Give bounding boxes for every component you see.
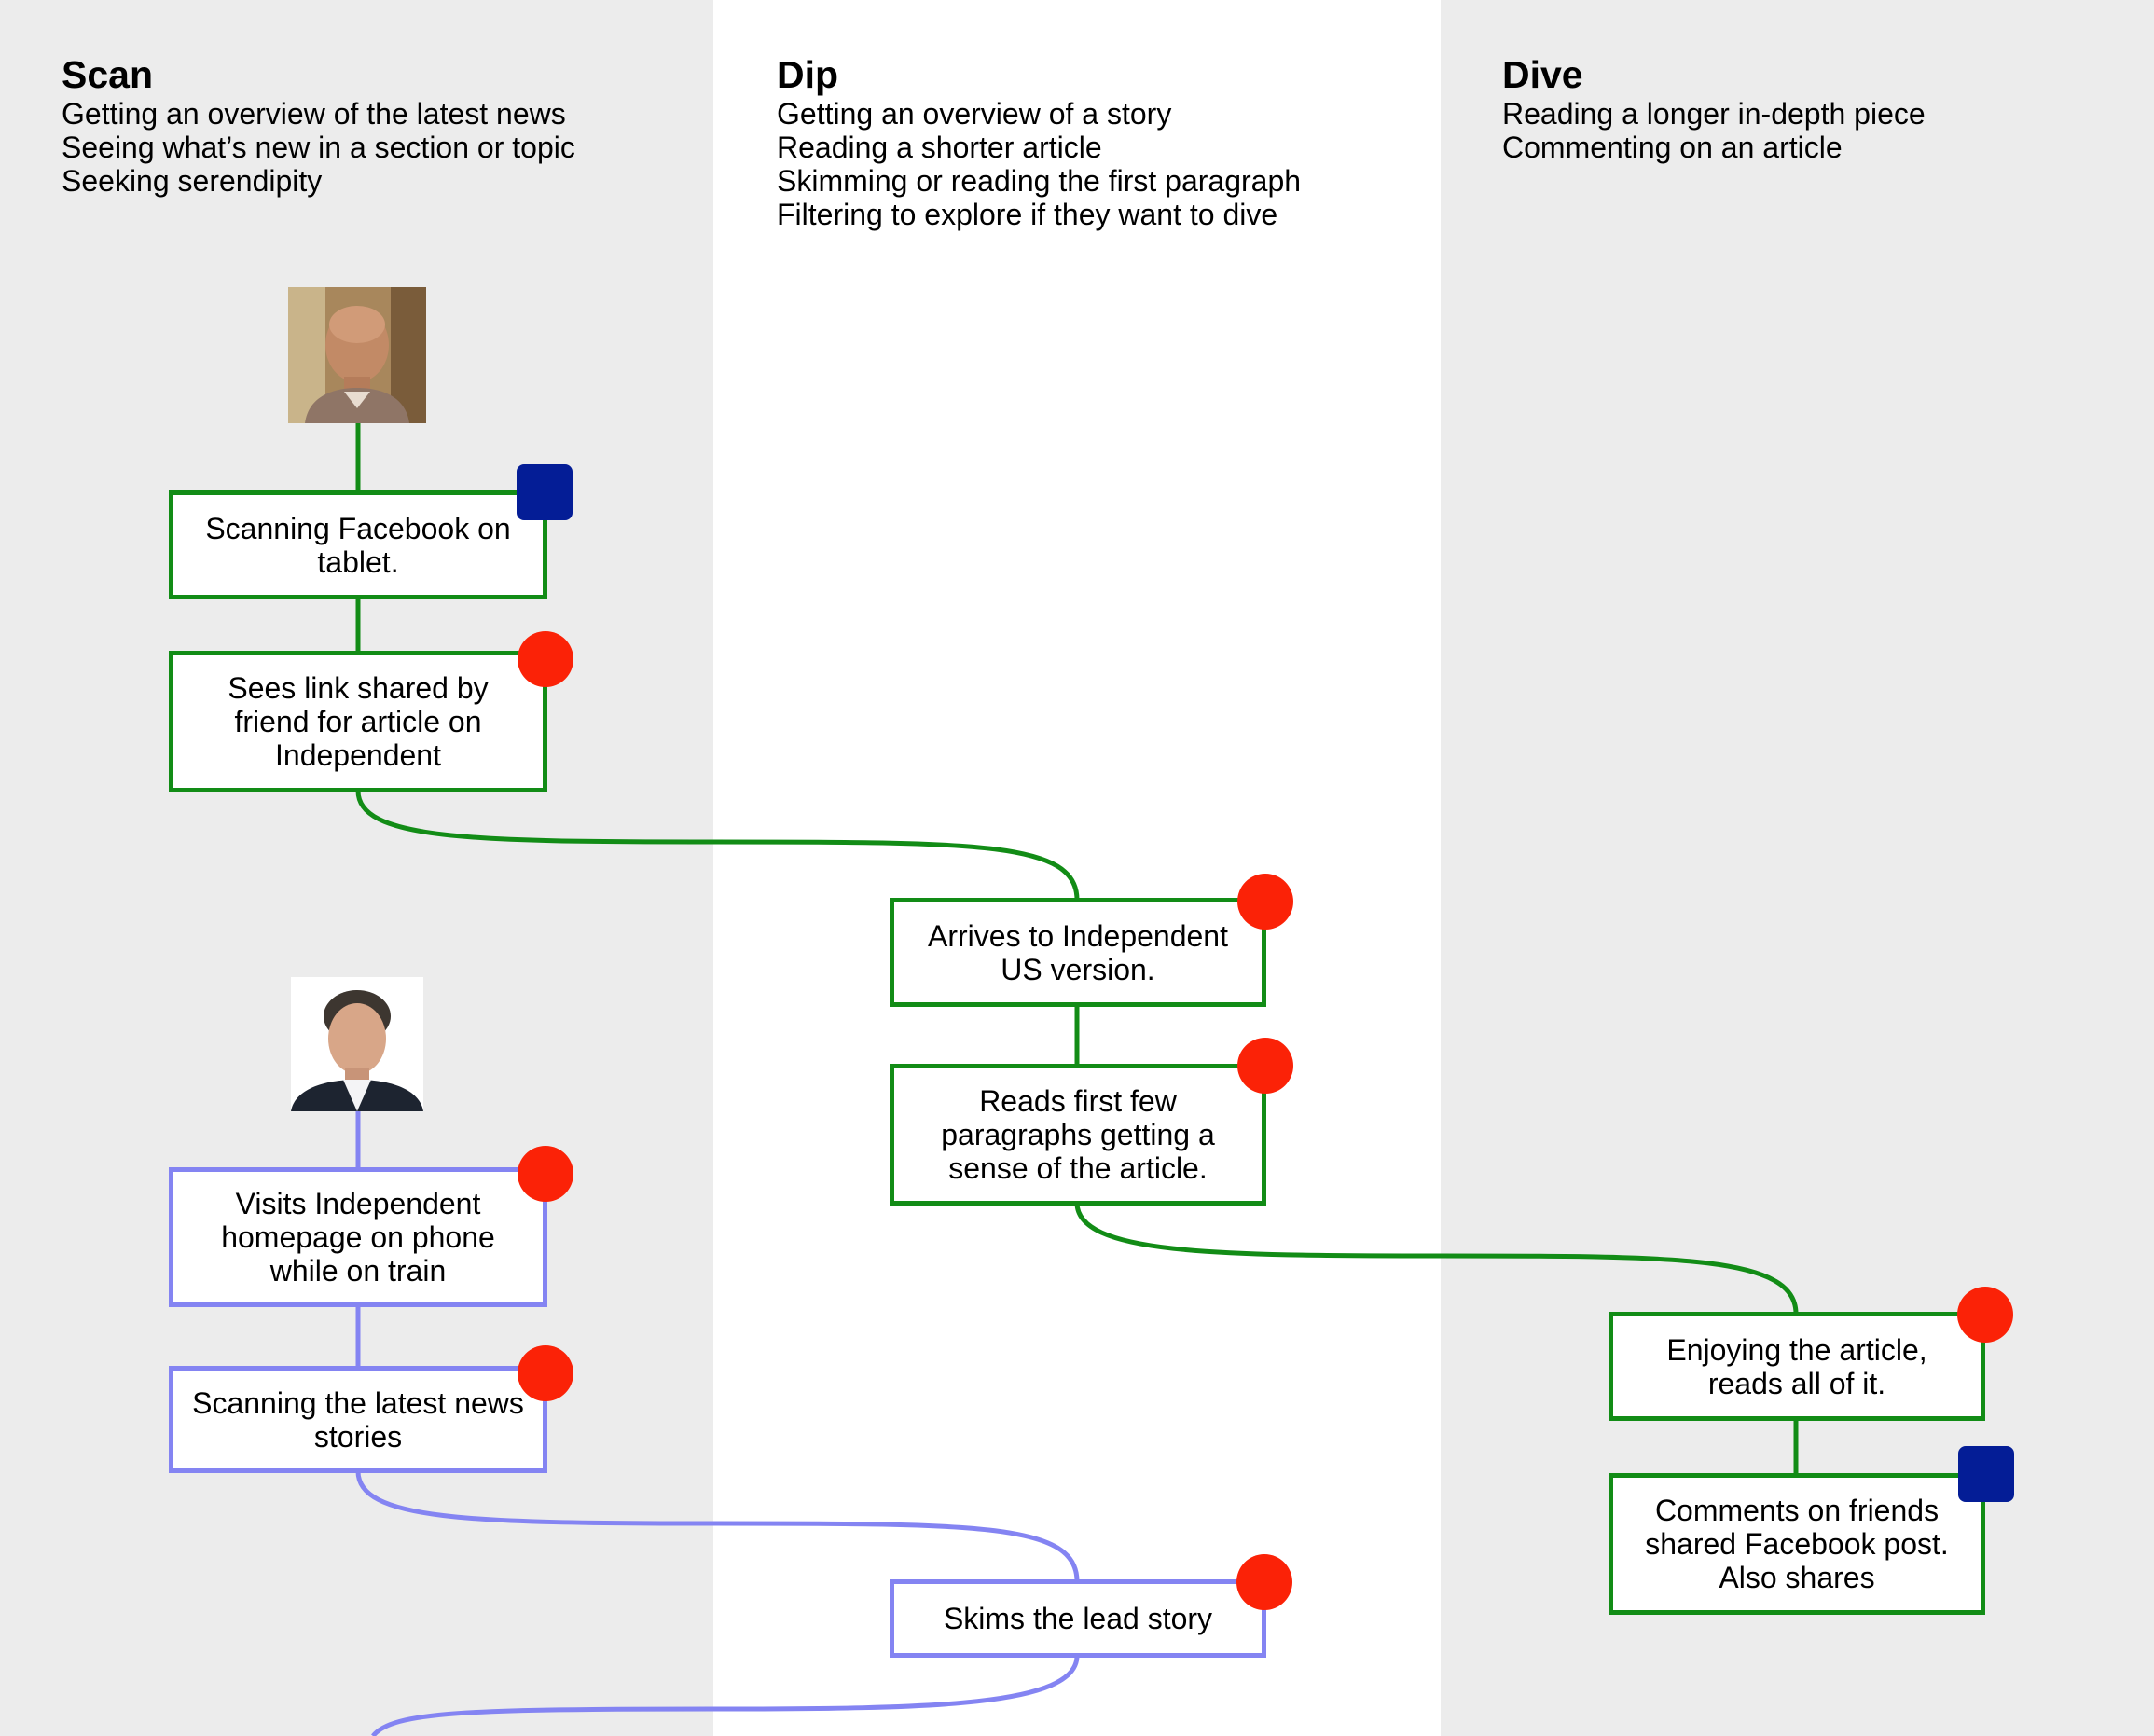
step-sees-link-shared: Sees link shared by friend for article o… [169,651,547,792]
avatar-curly-hair-man [291,977,423,1111]
step-label: Reads first few paragraphs getting a sen… [941,1084,1215,1185]
red-dot-marker [1237,874,1293,930]
step-label: Sees link shared by friend for article o… [228,671,489,772]
dip-desc-1: Getting an overview of a story [777,97,1172,131]
scan-desc-3: Seeking serendipity [62,164,323,198]
step-label: Scanning Facebook on tablet. [205,511,511,579]
dive-header: Dive Reading a longer in-depth piece Com… [1502,52,1926,164]
step-label: Enjoying the article, reads all of it. [1666,1332,1927,1400]
step-enjoying-article: Enjoying the article, reads all of it. [1609,1312,1985,1421]
scan-header: Scan Getting an overview of the latest n… [62,52,575,198]
red-dot-marker [518,1146,573,1202]
blue-connector-3 [371,1655,1080,1736]
dive-desc-2: Commenting on an article [1502,131,1843,164]
navy-square-marker [517,464,573,520]
step-label: Arrives to Independent US version. [928,918,1228,986]
navy-square-marker [1958,1446,2014,1502]
dip-desc-4: Filtering to explore if they want to div… [777,198,1278,231]
avatar-bald-man [288,287,426,423]
step-label: Comments on friends shared Facebook post… [1645,1494,1949,1594]
step-comments-and-shares: Comments on friends shared Facebook post… [1609,1473,1985,1615]
dive-title: Dive [1502,53,1583,96]
red-dot-marker [518,1345,573,1401]
dive-desc-1: Reading a longer in-depth piece [1502,97,1926,131]
step-label: Scanning the latest news stories [192,1385,524,1454]
red-dot-marker [1236,1554,1292,1610]
green-connector-4 [1074,1202,1799,1315]
step-reads-first-paragraphs: Reads first few paragraphs getting a sen… [890,1064,1266,1206]
step-scanning-latest-news: Scanning the latest news stories [169,1366,547,1473]
step-label: Skims the lead story [943,1602,1213,1635]
scan-desc-1: Getting an overview of the latest news [62,97,566,131]
red-dot-marker [1237,1038,1293,1094]
step-skims-lead-story: Skims the lead story [890,1579,1266,1658]
bald-man-photo-icon [288,287,426,423]
scan-desc-2: Seeing what’s new in a section or topic [62,131,575,164]
red-dot-marker [518,631,573,687]
step-arrives-independent-us: Arrives to Independent US version. [890,898,1266,1007]
dip-header: Dip Getting an overview of a story Readi… [777,52,1301,231]
blue-connector-2 [355,1470,1080,1582]
dip-title: Dip [777,53,839,96]
step-visits-homepage-phone: Visits Independent homepage on phone whi… [169,1167,547,1307]
curly-hair-man-photo-icon [291,977,423,1111]
dip-desc-3: Skimming or reading the first paragraph [777,164,1302,198]
dip-column [713,0,1441,1736]
dip-desc-2: Reading a shorter article [777,131,1102,164]
step-scanning-facebook: Scanning Facebook on tablet. [169,490,547,599]
scan-title: Scan [62,53,153,96]
red-dot-marker [1957,1287,2013,1343]
green-connector-2 [355,790,1080,901]
step-label: Visits Independent homepage on phone whi… [221,1187,495,1288]
